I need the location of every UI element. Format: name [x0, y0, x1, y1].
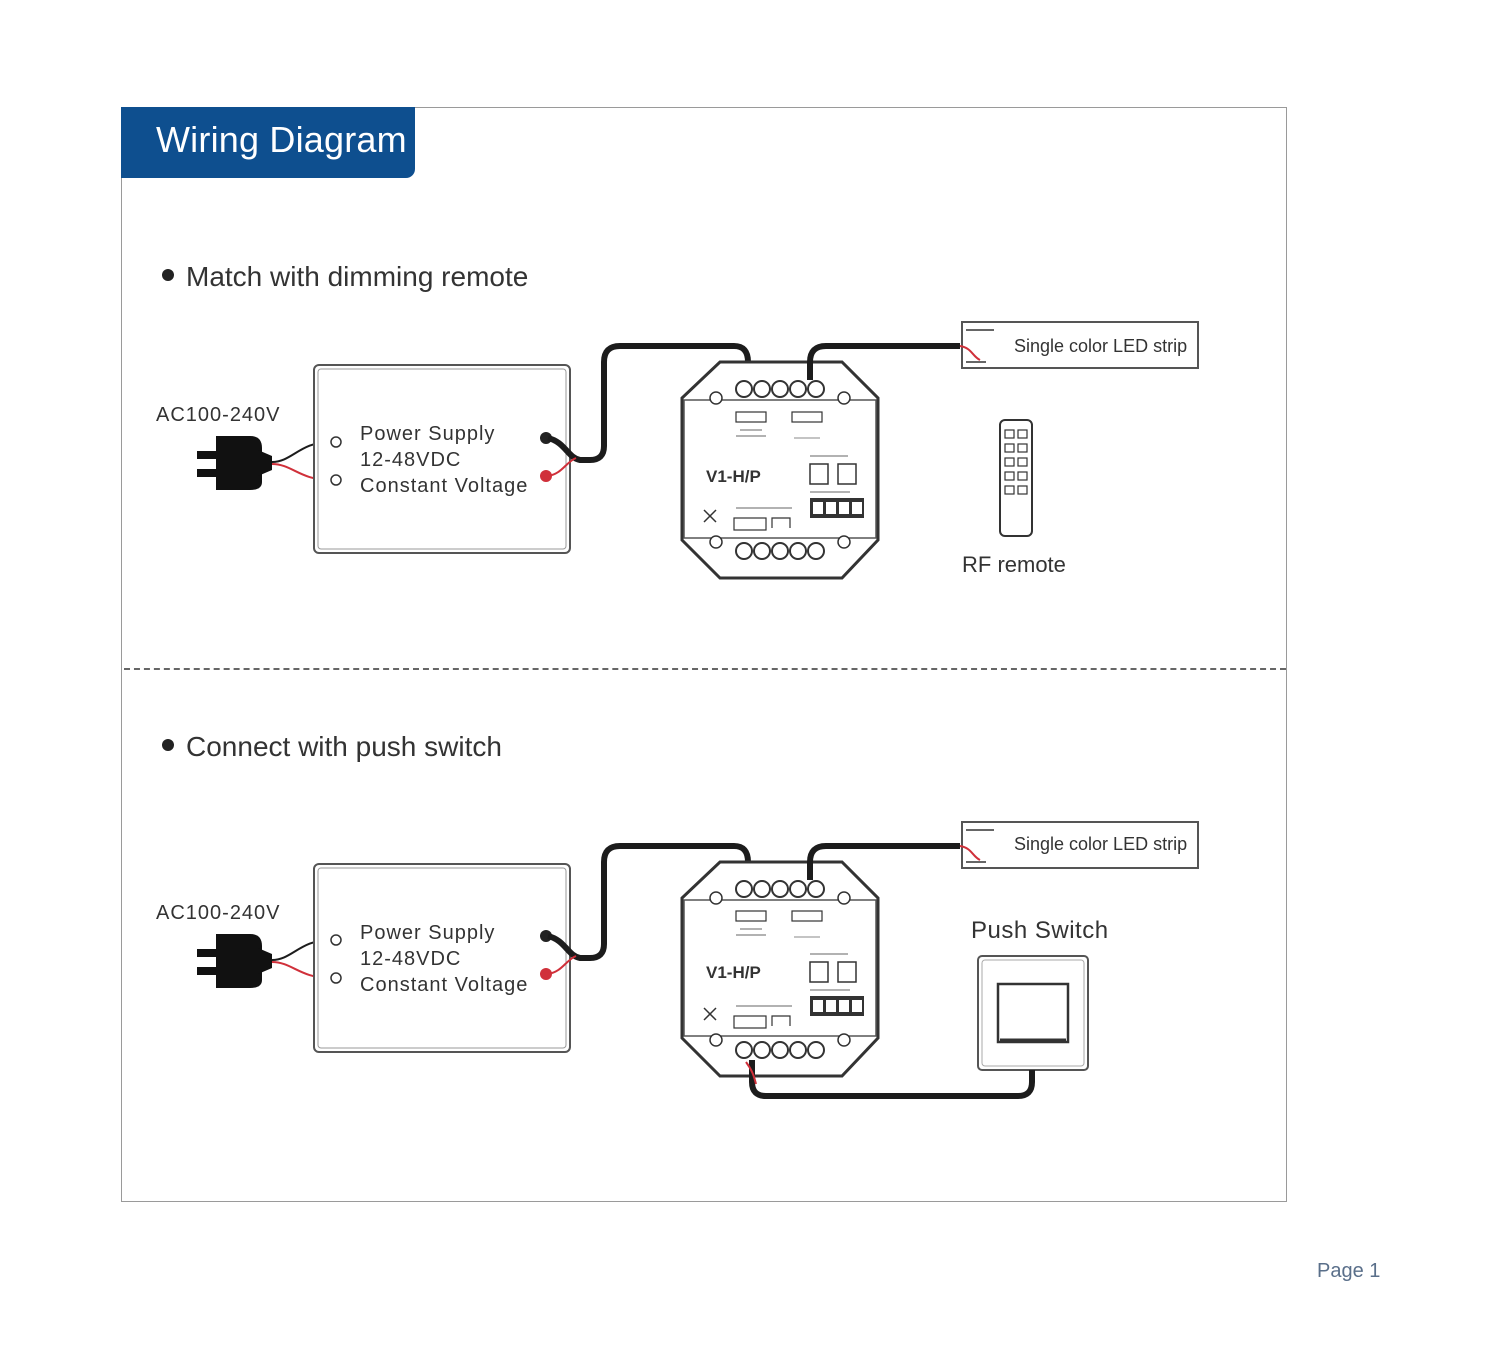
section-heading-remote: Match with dimming remote — [162, 260, 528, 294]
psu-label-line-1: Power Supply — [360, 922, 495, 944]
bullet-icon — [162, 269, 174, 281]
controller-unit — [680, 360, 880, 580]
power-supply-box — [313, 364, 571, 554]
psu-label-line-1: Power Supply — [360, 423, 495, 445]
psu-label-line-2: 12-48VDC — [360, 948, 461, 970]
ac-voltage-label: AC100-240V — [156, 902, 281, 924]
controller-model-label: V1-H/P — [706, 963, 761, 982]
psu-label-line-3: Constant Voltage — [360, 475, 528, 497]
page-number: Page 1 — [1317, 1260, 1381, 1282]
push-switch-label: Push Switch — [971, 917, 1109, 944]
led-output-wire — [807, 843, 960, 880]
diagram-frame — [121, 107, 1287, 1202]
dc-input-wire-red — [547, 457, 577, 477]
section-remote-diagram: AC100-240V Power Supply 12-48VDC Constan… — [156, 321, 1199, 580]
dc-input-wire — [547, 843, 751, 961]
led-strip — [959, 821, 1199, 869]
push-switch-icon — [977, 955, 1089, 1071]
led-strip — [959, 321, 1199, 369]
title-banner — [121, 107, 415, 178]
push-switch-wire-red — [745, 1061, 757, 1085]
rf-remote-label: RF remote — [962, 552, 1066, 577]
ac-plug-icon — [197, 436, 272, 490]
section-heading-text: Match with dimming remote — [186, 261, 529, 292]
ac-voltage-label: AC100-240V — [156, 404, 281, 426]
bullet-icon — [162, 739, 174, 751]
led-strip-label: Single color LED strip — [1014, 336, 1187, 356]
push-switch-wire — [749, 1060, 1035, 1099]
section-divider — [124, 668, 1286, 670]
led-strip-label: Single color LED strip — [1014, 834, 1187, 854]
controller-model-label: V1-H/P — [706, 467, 761, 486]
section-heading-text: Connect with push switch — [186, 731, 502, 762]
led-output-wire — [807, 343, 960, 380]
rf-remote-icon — [999, 419, 1033, 537]
dc-input-wire-red — [547, 955, 577, 975]
ac-plug-icon — [197, 934, 272, 988]
power-supply-box — [313, 863, 571, 1053]
page-title: Wiring Diagram — [156, 119, 407, 160]
section-heading-switch: Connect with push switch — [162, 730, 502, 764]
dc-input-wire — [547, 343, 751, 463]
section-switch-diagram: AC100-240V Power Supply 12-48VDC Constan… — [156, 821, 1199, 1099]
controller-unit — [680, 860, 880, 1078]
psu-label-line-2: 12-48VDC — [360, 449, 461, 471]
psu-label-line-3: Constant Voltage — [360, 974, 528, 996]
